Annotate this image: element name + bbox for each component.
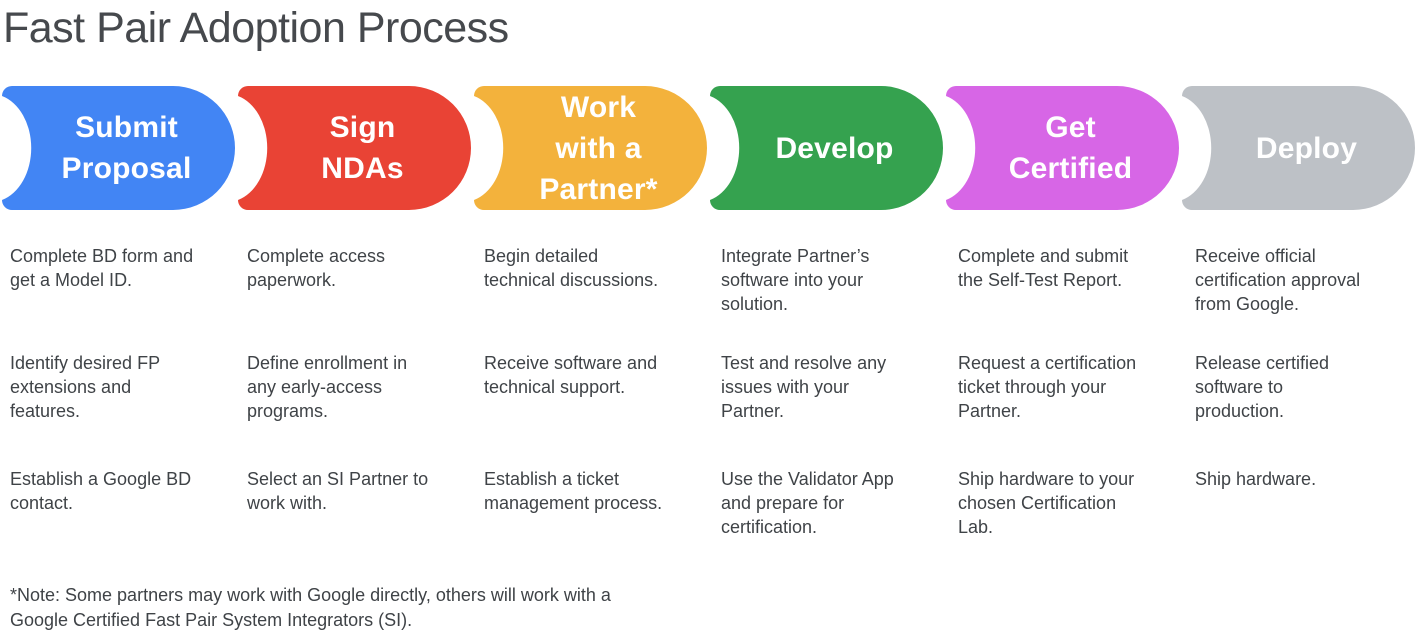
step-text: Begin detailed technical discussions.	[484, 246, 659, 290]
step-text: Complete BD form and get a Model ID.	[10, 246, 194, 290]
stage-label: Sign NDAs	[321, 111, 404, 185]
footnote: *Note: Some partners may work with Googl…	[10, 585, 611, 630]
step-text: Complete access paperwork.	[247, 246, 386, 290]
stage-get-certified: Get Certified	[946, 86, 1179, 210]
stage-label: Submit Proposal	[61, 111, 192, 185]
step-text: Identify desired FP extensions and featu…	[10, 353, 161, 421]
step-text: Define enrollment in any early-access pr…	[247, 353, 408, 421]
step-text: Test and resolve any issues with your Pa…	[721, 353, 887, 421]
stage-label: Develop	[775, 131, 894, 165]
stage-label: Get Certified	[1008, 111, 1133, 185]
page-title: Fast Pair Adoption Process	[3, 4, 509, 52]
stage-deploy: Deploy	[1182, 86, 1415, 210]
step-text: Release certified software to production…	[1195, 353, 1330, 421]
step-text: Ship hardware to your chosen Certificati…	[958, 469, 1135, 537]
stage-label: Deploy	[1255, 131, 1358, 165]
step-text: Establish a Google BD contact.	[10, 469, 192, 513]
step-text: Select an SI Partner to work with.	[247, 469, 429, 513]
stage-develop: Develop	[710, 86, 943, 210]
stage-sign-ndas: Sign NDAs	[238, 86, 471, 210]
stage-submit-proposal: Submit Proposal	[2, 86, 235, 210]
step-text: Establish a ticket management process.	[484, 469, 663, 513]
process-stage-band: Submit Proposal Sign NDAs Work with a Pa…	[2, 86, 1423, 210]
step-text: Use the Validator App and prepare for ce…	[721, 469, 894, 537]
step-text: Complete and submit the Self-Test Report…	[958, 246, 1129, 290]
stage-label: Work with a Partner*	[539, 90, 658, 206]
step-text: Receive software and technical support.	[484, 353, 658, 397]
step-text: Integrate Partner’s software into your s…	[721, 246, 870, 314]
stage-work-with-partner: Work with a Partner*	[474, 86, 707, 210]
step-text: Ship hardware.	[1195, 469, 1317, 489]
step-text: Receive official certification approval …	[1195, 246, 1361, 314]
stage-step-grid: Complete BD form and get a Model ID. Com…	[10, 244, 1423, 583]
step-text: Request a certification ticket through y…	[958, 353, 1137, 421]
